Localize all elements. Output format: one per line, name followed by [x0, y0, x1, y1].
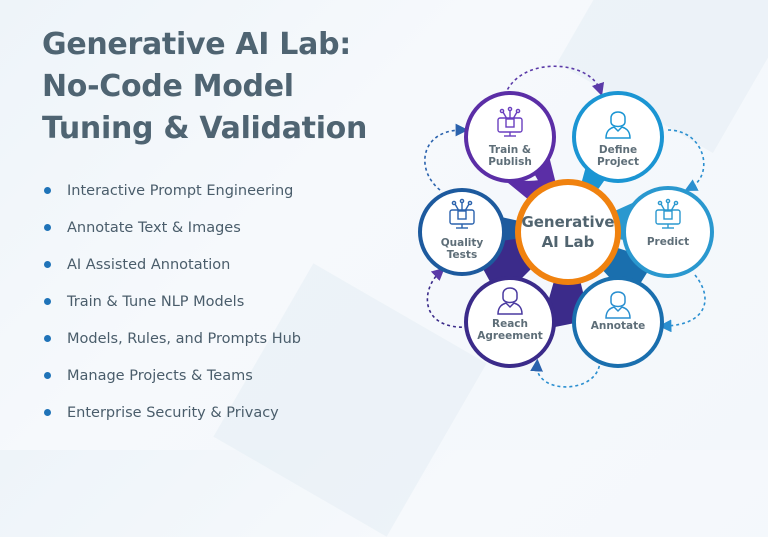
user-icon [605, 111, 631, 139]
center-node [515, 179, 621, 285]
monitor-network-icon [449, 198, 475, 229]
bullet-icon [44, 372, 51, 379]
feature-item: Interactive Prompt Engineering [44, 172, 301, 209]
node-predict [622, 186, 714, 278]
feature-list: Interactive Prompt Engineering Annotate … [44, 172, 301, 431]
node-train-publish [464, 91, 556, 183]
bullet-icon [44, 298, 51, 305]
bullet-icon [44, 409, 51, 416]
node-annotate [572, 276, 664, 368]
monitor-network-icon [497, 106, 523, 137]
monitor-network-icon [655, 198, 681, 229]
node-reach-agreement [464, 276, 556, 368]
arrow-predict-to-annotate [658, 274, 706, 333]
node-label-annotate: Annotate [590, 320, 646, 332]
arrow-reach-to-quality [426, 267, 469, 328]
feature-item: Manage Projects & Teams [44, 357, 301, 394]
user-icon [497, 287, 523, 315]
feature-item: Annotate Text & Images [44, 209, 301, 246]
node-label-train-publish: Train &Publish [488, 144, 532, 168]
arrow-define-to-predict [667, 129, 705, 191]
page-title: Generative AI Lab: No-Code Model Tuning … [42, 27, 368, 146]
arrow-quality-to-train [424, 123, 469, 191]
bullet-icon [44, 187, 51, 194]
node-define-project [572, 91, 664, 183]
bullet-icon [44, 261, 51, 268]
feature-item: Models, Rules, and Prompts Hub [44, 320, 301, 357]
feature-item: Enterprise Security & Privacy [44, 394, 301, 431]
node-label-predict: Predict [646, 236, 690, 248]
feature-item: Train & Tune NLP Models [44, 283, 301, 320]
bullet-icon [44, 224, 51, 231]
node-quality-tests [418, 188, 506, 276]
workflow-diagram [418, 65, 714, 388]
arrow-train-to-define [504, 65, 605, 97]
feature-item: AI Assisted Annotation [44, 246, 301, 283]
arrow-annotate-to-reach [530, 358, 601, 388]
bullet-icon [44, 335, 51, 342]
user-icon [605, 291, 631, 319]
